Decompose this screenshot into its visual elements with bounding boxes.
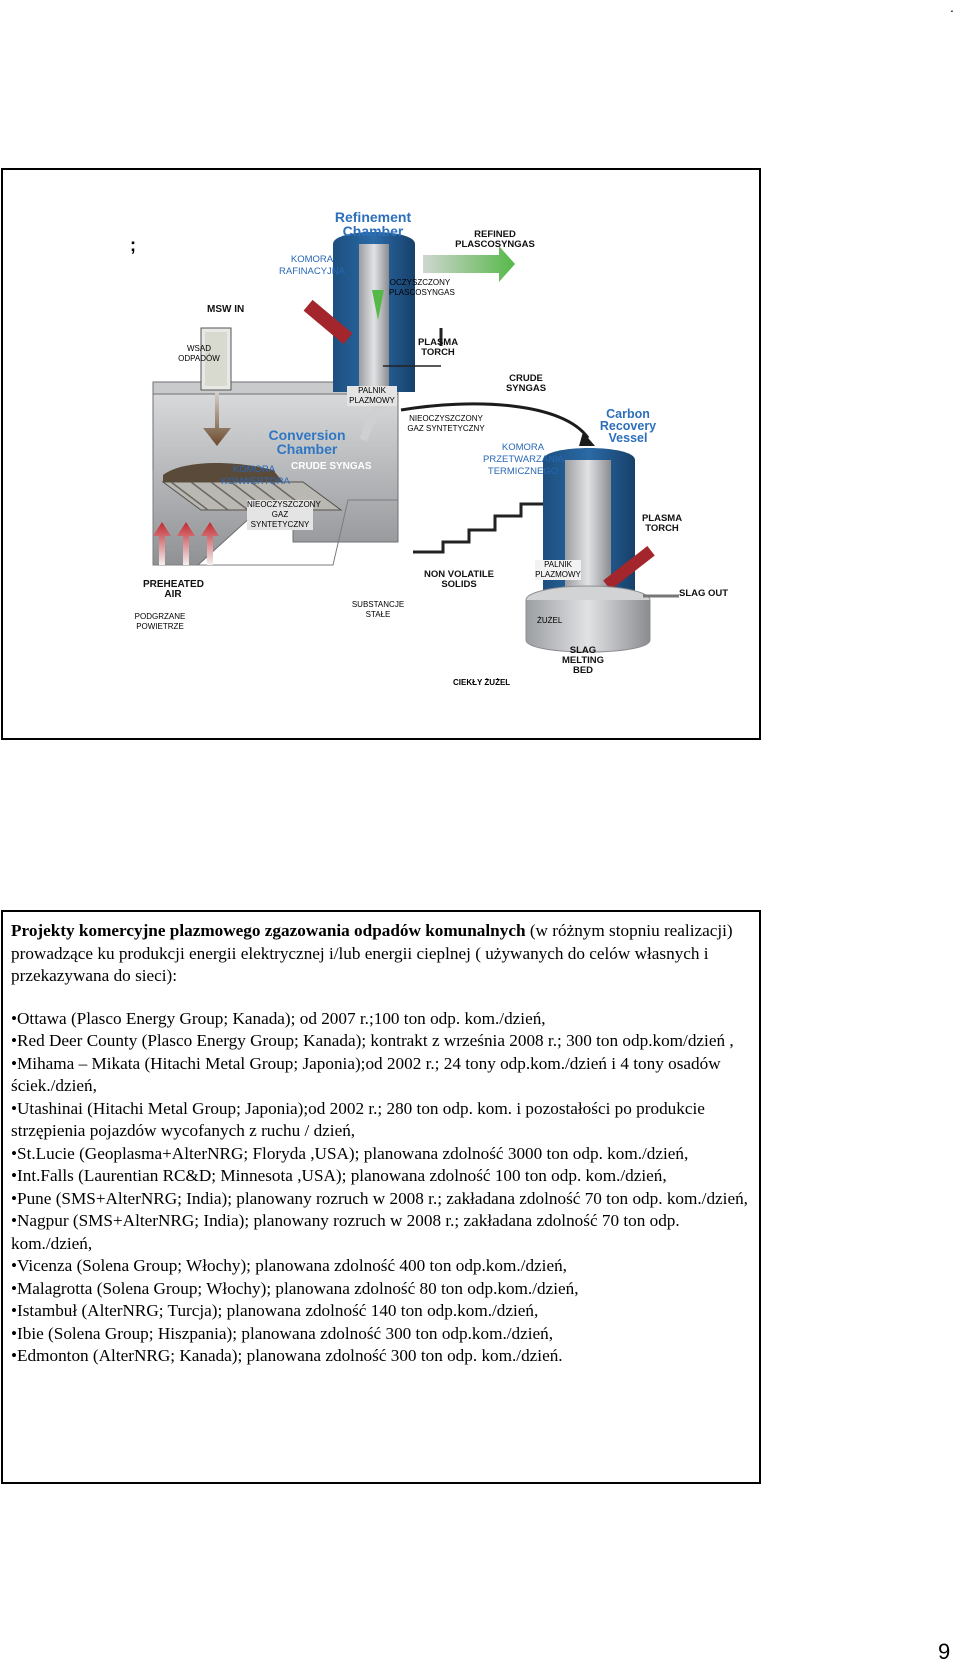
plasma-torch-2-label: PLASMA TORCH bbox=[639, 514, 685, 534]
project-item: •Mihama – Mikata (Hitachi Metal Group; J… bbox=[11, 1053, 751, 1098]
page-number: 9 bbox=[938, 1639, 950, 1665]
substancje-stale-label: SUBSTANCJE STAŁE bbox=[351, 600, 405, 620]
komora-przetwarzania-label: KOMORA PRZETWARZANIA TERMICZNEGO bbox=[483, 442, 563, 478]
intro-paragraph: Projekty komercyjne plazmowego zgazowani… bbox=[11, 920, 751, 988]
refined-plascosyngas-label: REFINED PLASCOSYNGAS bbox=[455, 230, 535, 250]
refined-syngas-arrow bbox=[423, 246, 515, 282]
project-item: •Red Deer County (Plasco Energy Group; K… bbox=[11, 1030, 751, 1053]
project-item: •Istambuł (AlterNRG; Turcja); planowana … bbox=[11, 1300, 751, 1323]
slag-melting-bed-label: SLAG MELTING BED bbox=[551, 646, 615, 676]
stray-mark: ; bbox=[130, 240, 136, 250]
refinement-inner bbox=[359, 244, 389, 392]
carbon-recovery-vessel-label: Carbon Recovery Vessel bbox=[593, 408, 663, 444]
plasma-gasification-diagram: ; Refinement Chamber KOMORA RAFINACYJNA … bbox=[1, 168, 761, 740]
nieoczyszczony-gaz-1-label: NIEOCZYSZCZONY GAZ SYNTETYCZNY bbox=[405, 414, 487, 434]
slag-out-label: SLAG OUT bbox=[679, 588, 728, 599]
komora-konwertora-label: KOMORA KONWERTORA bbox=[221, 464, 287, 488]
commercial-projects-slide: Projekty komercyjne plazmowego zgazowani… bbox=[1, 910, 761, 1484]
project-item: •St.Lucie (Geoplasma+AlterNRG; Floryda ,… bbox=[11, 1143, 751, 1166]
oczyszczony-plascosyngas-label: OCZYSZCZONY PLASCOSYNGAS bbox=[389, 278, 451, 298]
project-item: •Ottawa (Plasco Energy Group; Kanada); o… bbox=[11, 1008, 751, 1031]
project-item: •Int.Falls (Laurentian RC&D; Minnesota ,… bbox=[11, 1165, 751, 1188]
palnik-plazmowy-1-label: PALNIK PLAZMOWY bbox=[347, 386, 397, 406]
non-volatile-solids-label: NON VOLATILE SOLIDS bbox=[423, 570, 495, 590]
project-item: •Malagrotta (Solena Group; Włochy); plan… bbox=[11, 1278, 751, 1301]
diagram-illustration bbox=[3, 170, 759, 738]
top-corner-mark: . bbox=[950, 0, 954, 14]
non-volatile-steps bbox=[413, 504, 543, 552]
nieoczyszczony-gaz-2-label: NIEOCZYSZCZONY GAZ SYNTETYCZNY bbox=[247, 500, 313, 530]
preheated-air-label: PREHEATED AIR bbox=[143, 580, 203, 600]
project-item: •Pune (SMS+AlterNRG; India); planowany r… bbox=[11, 1188, 751, 1211]
zuzel-label: ŻUŻEL bbox=[537, 616, 562, 626]
conversion-chamber-label: Conversion Chamber bbox=[267, 428, 347, 456]
wsad-odpadow-label: WSAD ODPADÓW bbox=[176, 344, 222, 364]
ciekly-zuzel-label: CIEKŁY ŻUŻEL bbox=[453, 678, 510, 688]
projects-list: •Ottawa (Plasco Energy Group; Kanada); o… bbox=[11, 1008, 751, 1368]
project-item: •Ibie (Solena Group; Hiszpania); planowa… bbox=[11, 1323, 751, 1346]
project-item: •Utashinai (Hitachi Metal Group; Japonia… bbox=[11, 1098, 751, 1143]
refinement-chamber-label: Refinement Chamber bbox=[333, 210, 413, 238]
palnik-plazmowy-2-label: PALNIK PLAZMOWY bbox=[535, 560, 581, 580]
project-item: •Edmonton (AlterNRG; Kanada); planowana … bbox=[11, 1345, 751, 1368]
project-item: •Vicenza (Solena Group; Włochy); planowa… bbox=[11, 1255, 751, 1278]
msw-in-label: MSW IN bbox=[207, 304, 244, 315]
podgrzane-powietrze-label: PODGRZANE POWIETRZE bbox=[131, 612, 189, 632]
crude-syngas-right-label: CRUDE SYNGAS bbox=[503, 374, 549, 394]
komora-rafinacyjna-label: KOMORA RAFINACYJNA bbox=[279, 254, 345, 278]
intro-bold: Projekty komercyjne plazmowego zgazowani… bbox=[11, 921, 526, 940]
crude-syngas-inside-label: CRUDE SYNGAS bbox=[291, 462, 372, 472]
project-item: •Nagpur (SMS+AlterNRG; India); planowany… bbox=[11, 1210, 751, 1255]
plasma-torch-1-label: PLASMA TORCH bbox=[415, 338, 461, 358]
